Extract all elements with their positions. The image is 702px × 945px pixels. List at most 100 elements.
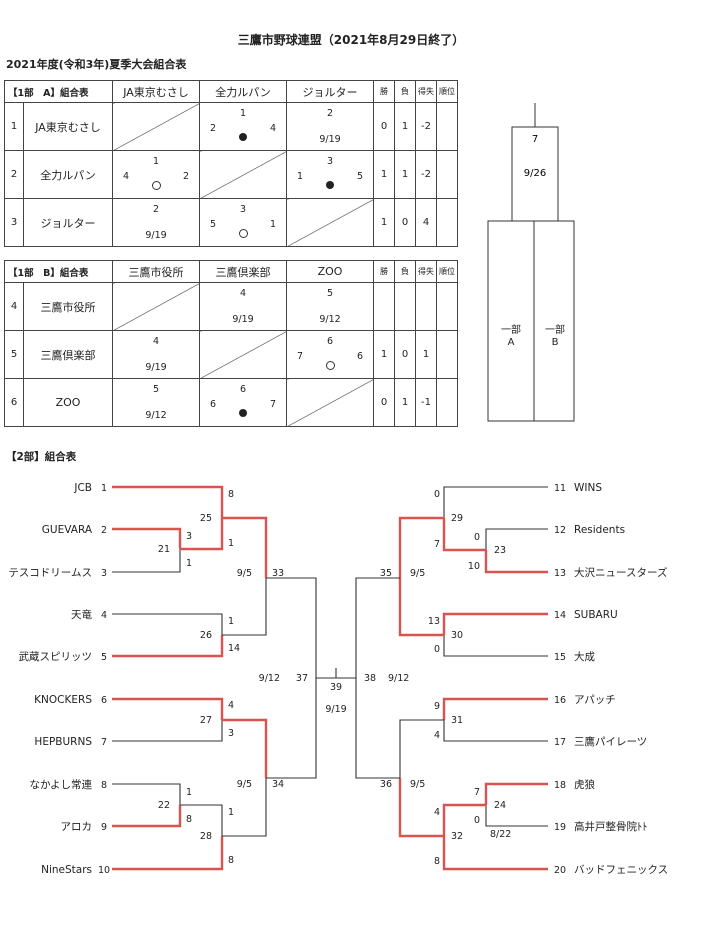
stat-rank [436,150,458,199]
match-cell: 5 9/12 [286,282,374,331]
date: 8/22 [490,829,511,840]
score: 13 [428,616,440,627]
game-number: 25 [200,513,212,524]
stat-rank [436,378,458,427]
stat-win: 1 [373,150,395,199]
stat-diff: -1 [415,378,437,427]
score: 4 [434,807,440,818]
team-name: アロカ [61,821,93,833]
match-cell: 3 1 5 [286,150,374,199]
self-cell [199,150,287,199]
final1-right-label: 一部B [545,325,565,348]
stat-win [373,282,395,331]
team-name: 三鷹市役所 [23,282,113,331]
score: 0 [474,532,480,543]
part2-header: 【2部】組合表 [6,451,77,463]
stat-diff: -2 [415,102,437,151]
game-number: 33 [272,568,284,579]
stat-diff [415,282,437,331]
team-name: WINS [574,482,602,494]
score: 0 [434,489,440,500]
team-name: ZOO [23,378,113,427]
stat-win: 0 [373,378,395,427]
stat-head-diff: 得失 [415,80,437,103]
team-no: 6 [4,378,24,427]
bracket-line [398,778,444,838]
game-number: 27 [200,715,212,726]
score: 1 [228,538,234,549]
game-number: 23 [494,545,506,556]
bracket-line [398,578,444,637]
match-cell: 2 9/19 [112,198,200,247]
stat-loss: 1 [394,378,416,427]
team-no: 3 [101,568,107,579]
bracket-line [266,577,317,678]
stat-win: 0 [373,102,395,151]
win-mark-icon [326,361,335,370]
game-number: 32 [451,831,463,842]
team-name: 大沢ニュースターズ [574,566,667,579]
bracket-line [484,550,548,574]
final1-game: 7 [532,134,538,145]
team-no: 3 [4,198,24,247]
game-number: 30 [451,630,463,641]
stat-head-loss: 負 [394,260,416,283]
bracket-line [442,836,548,871]
team-name: 三鷹パイレーツ [574,735,647,748]
team-name: バッドフェニックス [574,864,668,876]
bracket-line [222,516,268,578]
team-name: ジョルター [23,198,113,247]
team-no: 5 [101,652,107,663]
bracket-line [398,516,444,578]
stat-head-rank: 順位 [436,260,458,283]
match-cell: 1 4 2 [112,150,200,199]
team-no: 20 [554,865,566,876]
game-number: 34 [272,779,284,790]
team-name: なかよし常連 [30,778,93,791]
bracket-line [112,613,223,635]
game-number: 35 [380,568,392,579]
bracket-line [112,720,223,742]
score: 0 [434,644,440,655]
self-cell [112,102,200,151]
bracket-line [112,836,224,871]
bracket-line [443,635,548,657]
date: 9/5 [410,779,425,790]
win-mark-icon [239,229,248,238]
bracket-line [442,518,486,552]
col-header: 三鷹倶楽部 [199,260,287,283]
stat-win: 1 [373,330,395,379]
team-no: 16 [554,695,566,706]
stat-loss: 0 [394,198,416,247]
col-header: JA東京むさし [112,80,200,103]
team-no: 13 [554,568,566,579]
team-name: GUEVARA [42,524,93,536]
stat-head-diff: 得失 [415,260,437,283]
game-number: 36 [380,779,392,790]
team-no: 10 [98,865,110,876]
bracket-line [355,678,400,779]
bracket-line [443,720,548,742]
self-cell [286,198,374,247]
date: 9/19 [325,704,346,715]
team-name: Residents [574,524,625,536]
bracket-line [442,612,548,635]
bracket-line [442,697,548,720]
bracket-line [180,804,223,836]
team-no: 2 [4,150,24,199]
date: 9/12 [259,673,280,684]
stat-loss: 0 [394,330,416,379]
bracket-line [112,635,224,658]
score: 8 [228,855,234,866]
match-cell: 2 9/19 [286,102,374,151]
date: 9/5 [410,568,425,579]
bracket-line [180,518,224,551]
team-no: 7 [101,737,107,748]
group-a-table: 【1部 A】組合表 JA東京むさし 全力ルパン ジョルター 勝 負 得失 順位 … [4,80,458,247]
team-no: 15 [554,652,566,663]
final1-left-label: 一部A [501,325,521,348]
bracket-line [222,578,267,636]
page-subtitle: 2021年度(令和3年)夏季大会組合表 [6,58,187,71]
win-mark-icon [152,181,161,190]
stat-loss [394,282,416,331]
